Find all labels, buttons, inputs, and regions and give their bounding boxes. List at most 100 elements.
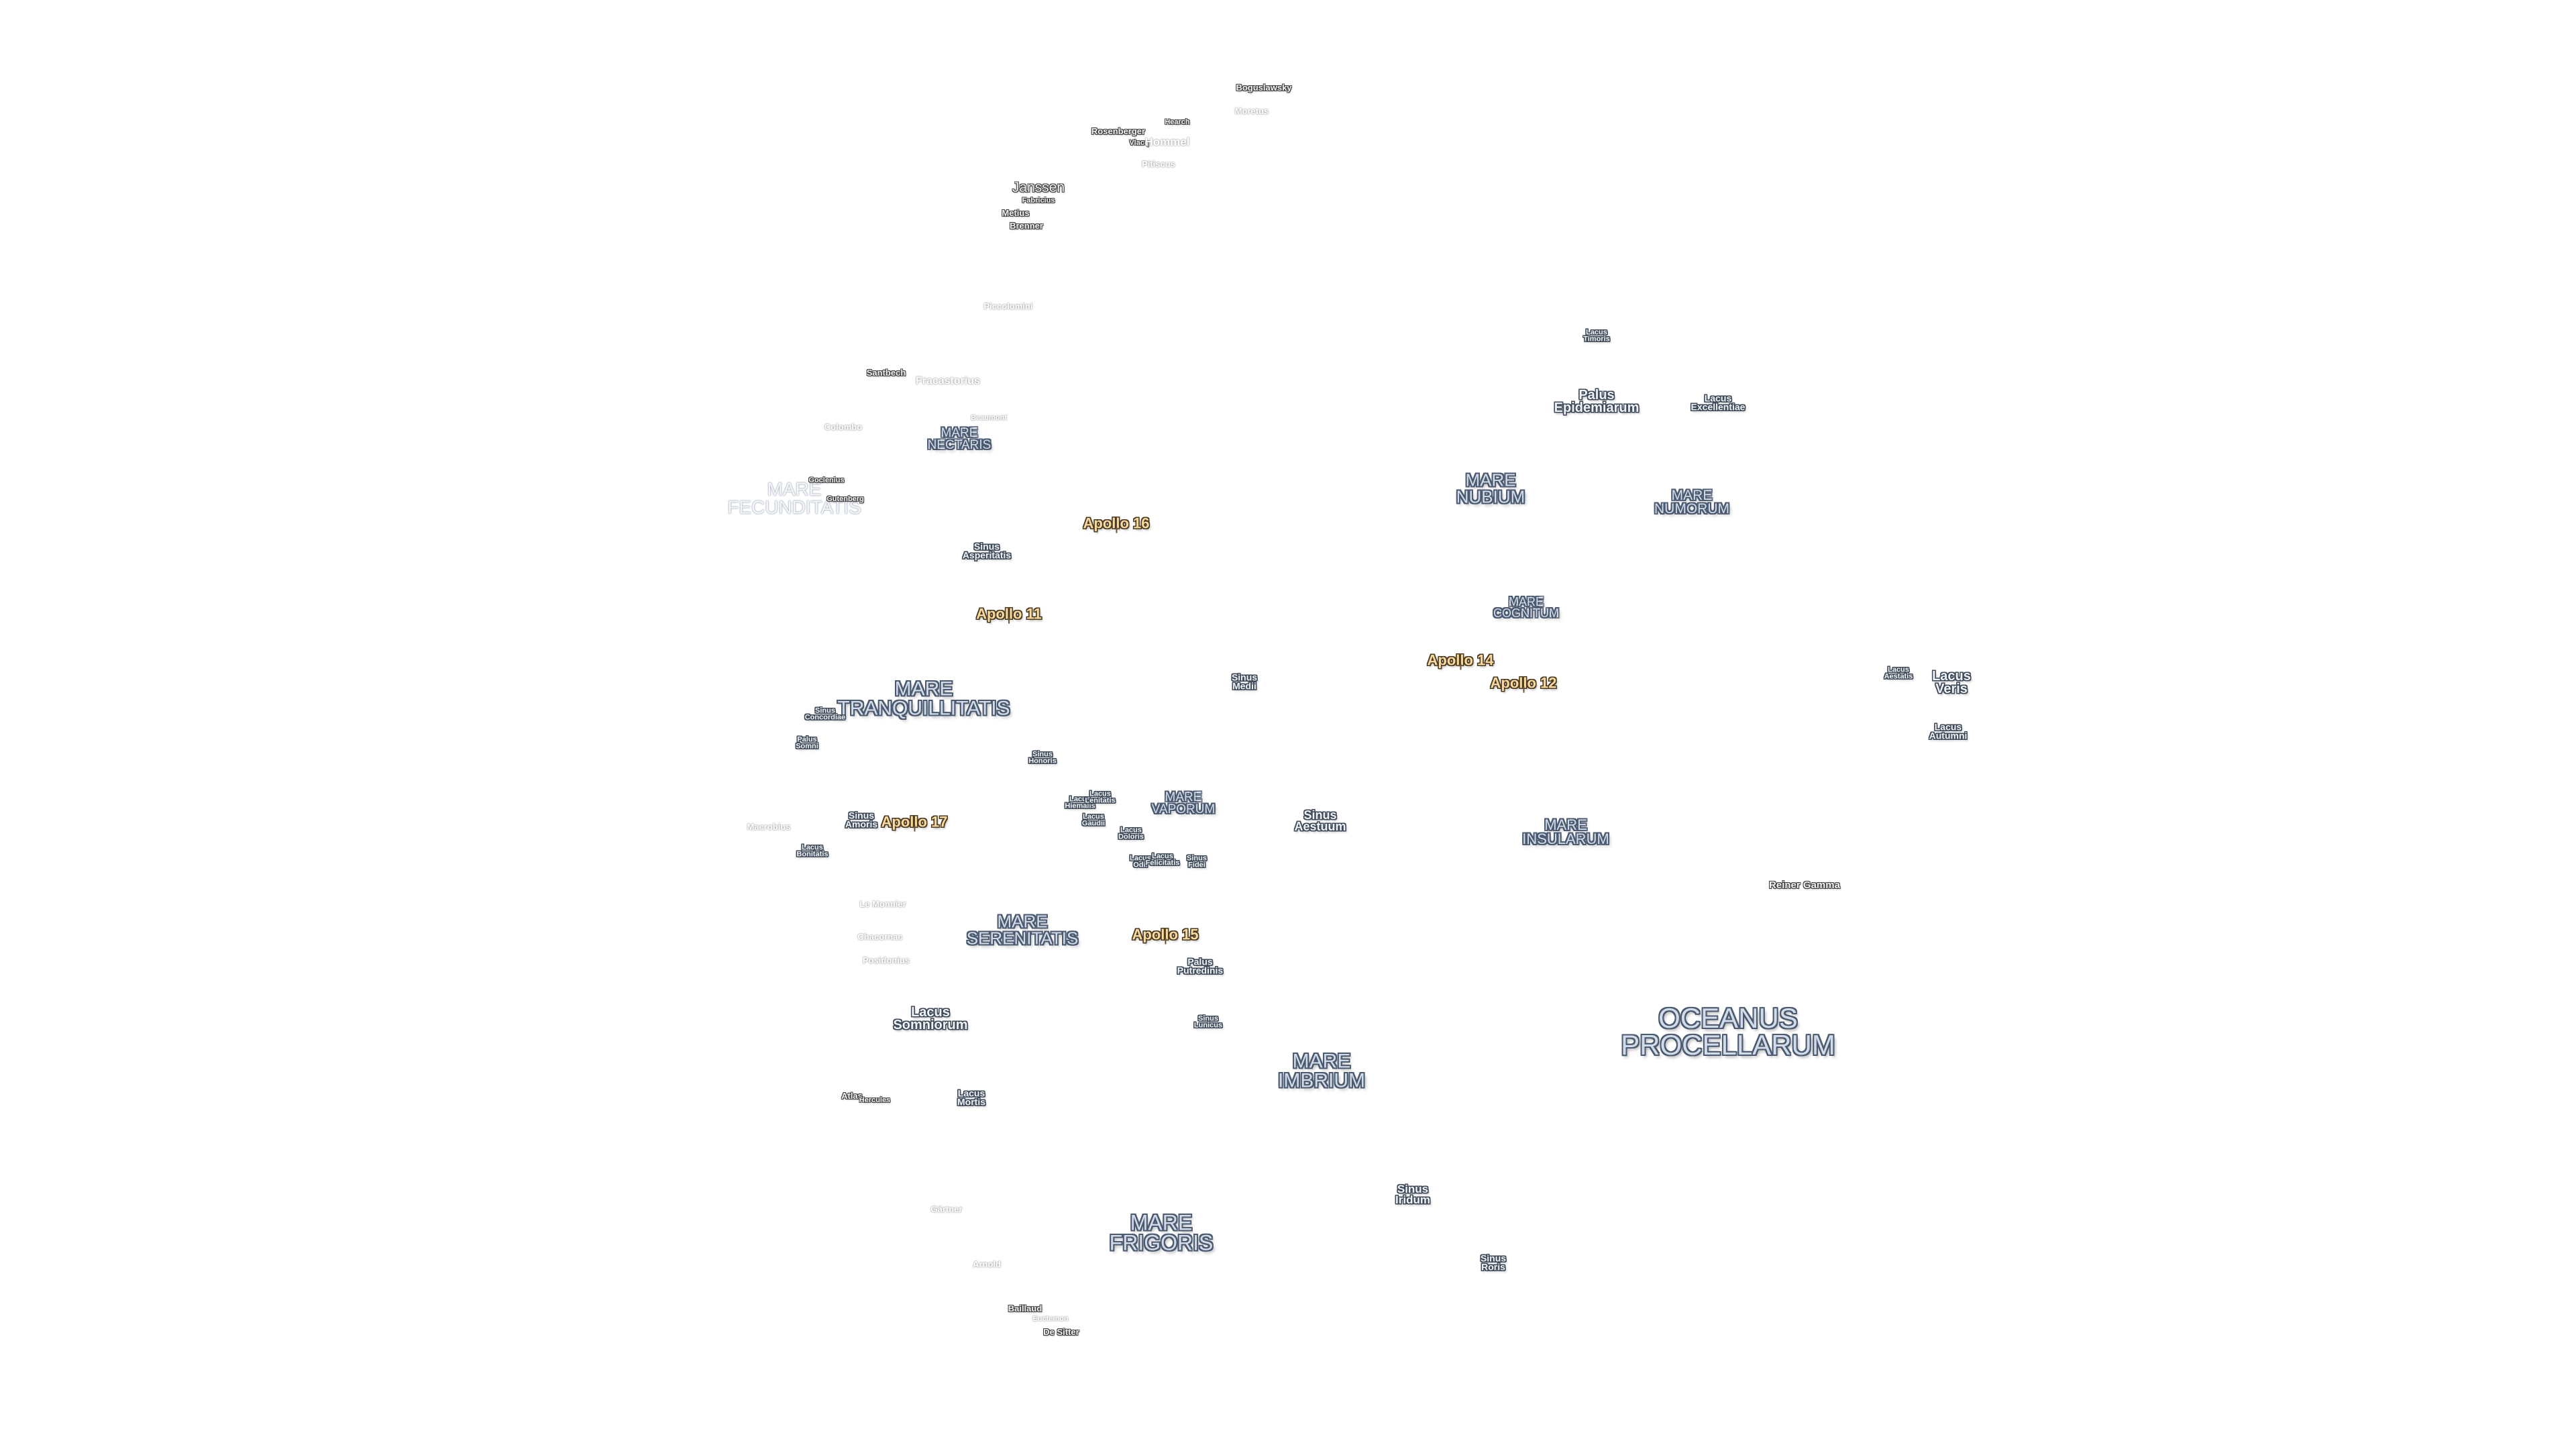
lacus-somniorum-line-2: Somniorum [893,1018,968,1032]
label-crater-macrobius: Macrobius [747,821,791,832]
label-mare-nectaris: MARE NECTARIS [928,427,991,451]
label-crater-atlas: Atlas [841,1090,863,1101]
label-mare-nubium: MARE NUBIUM [1456,470,1525,506]
label-sinus-fidei: Sinus Fidei [1187,855,1207,869]
lacus-aestatis-line-2: Aestatis [1884,673,1913,681]
palus-somni-line-2: Somni [796,743,818,751]
label-lacus-timoris: Lacus Timoris [1583,329,1610,343]
lacus-lenitatis-line-2: Lenitatis [1085,797,1116,805]
sinus-fidei-line-1: Sinus [1187,854,1207,863]
lacus-veris-line-1: Lacus [1932,669,1971,684]
lacus-bonitatis-line-1: Lacus [802,843,823,852]
apollo-11-text: Apollo 11 [976,605,1042,623]
sinus-concordiae-line-2: Concordiae [804,714,846,722]
mare-nubium-line-1: MARE [1465,470,1516,490]
palus-putredinis-line-1: Palus [1187,956,1213,967]
mare-vaporum-line-2: VAPORUM [1151,802,1216,816]
sinus-medii-line-2: Medii [1232,681,1256,692]
lacus-lenitatis-line-1: Lacus [1089,790,1111,798]
oceanus-procellarum-line-2: PROCELLARUM [1621,1029,1835,1061]
sinus-lunicus-line-1: Sinus [1198,1014,1218,1023]
lacus-aestatis-line-1: Lacus [1888,665,1909,674]
label-sinus-aestuum: Sinus Aestuum [1294,808,1346,833]
label-crater-fabricius: Fabricius [1022,196,1055,205]
label-crater-piccolomini: Piccolomini [983,301,1033,311]
lacus-odii-line-2: Odii [1133,861,1148,869]
label-crater-janssen: Janssen [1012,180,1065,196]
label-crater-arnold: Arnold [973,1258,1001,1269]
label-sinus-iridum: Sinus Iridum [1395,1182,1430,1205]
label-crater-pitiscus: Pitiscus [1142,158,1175,169]
label-crater-hommel: Hommel [1144,135,1190,148]
lacus-mortis-line-1: Lacus [957,1087,985,1099]
sinus-asperitatis-line-1: Sinus [973,541,1000,552]
label-lacus-excellentiae: Lacus Excellentiae [1691,394,1746,413]
label-sinus-medii: Sinus Medii [1231,672,1258,692]
lacus-hiemalis-line-1: Lacus [1069,795,1091,804]
lacus-timoris-line-2: Timoris [1583,335,1610,343]
sinus-concordiae-line-1: Sinus [815,706,835,715]
apollo-17-text: Apollo 17 [881,813,948,830]
lacus-felicitatis-line-1: Lacus [1152,852,1173,861]
palus-somni-line-1: Palus [797,735,817,744]
label-palus-somni: Palus Somni [796,735,818,751]
label-mare-fecunditatis: MARE FECUNDITATIS [727,480,861,516]
lacus-excellentiae-line-1: Lacus [1704,392,1732,404]
lacus-odii-line-1: Lacus [1130,854,1151,863]
label-apollo-12: Apollo 12 [1490,676,1557,693]
mare-nubium-line-2: NUBIUM [1456,486,1525,506]
mare-nectaris-line-2: NECTARIS [927,438,991,452]
label-sinus-roris: Sinus Roris [1481,1254,1506,1273]
apollo-12-marker [1522,686,1524,693]
label-lacus-doloris: Lacus Doloris [1118,826,1144,841]
label-lacus-aestatis: Lacus Aestatis [1884,665,1913,681]
mare-insularum-line-1: MARE [1544,816,1587,834]
label-oceanus-procellarum: OCEANUS PROCELLARUM [1621,1004,1835,1061]
label-palus-putredinis: Palus Putredinis [1177,956,1223,976]
lacus-autumni-line-2: Autumni [1929,731,1968,741]
label-crater-boguslawsky: Boguslawsky [1236,82,1292,93]
lacus-gaudii-line-2: Gaudii [1081,820,1106,828]
label-crater-reiner-gamma: Reiner Gamma [1769,879,1840,891]
label-apollo-14: Apollo 14 [1427,653,1494,670]
label-sinus-concordiae: Sinus Concordiae [804,706,846,722]
label-crater-metius: Metius [1002,207,1030,218]
mare-imbrium-line-1: MARE [1292,1050,1351,1073]
apollo-16-text: Apollo 16 [1083,515,1150,532]
sinus-aestuum-line-1: Sinus [1303,808,1337,822]
label-crater-vlacq: Vlacq [1129,138,1149,147]
lacus-somniorum-line-1: Lacus [911,1005,950,1020]
palus-epidemiarum-line-2: Epidemiarum [1554,400,1640,415]
sinus-honoris-line-2: Honoris [1028,757,1057,765]
mare-frigoris-line-2: FRIGORIS [1109,1231,1214,1255]
label-crater-hercules: Hercules [859,1095,891,1104]
apollo-17-marker [913,825,915,832]
label-mare-cognitum: MARE COGNITUM [1493,596,1559,619]
mare-serenitatis-line-2: SERENITATIS [966,928,1079,948]
sinus-medii-line-1: Sinus [1231,672,1258,683]
sinus-roris-line-1: Sinus [1480,1252,1507,1264]
lacus-excellentiae-line-2: Excellentiae [1690,402,1746,413]
sinus-amoris-line-1: Sinus [848,810,875,821]
label-mare-tranquillitatis: MARE TRANQUILLITATIS [837,679,1010,718]
label-lacus-somniorum: Lacus Somniorum [893,1006,967,1032]
label-crater-santbech: Santbech [866,367,906,378]
label-crater-rosenberger: Rosenberger [1091,125,1146,136]
lacus-timoris-line-1: Lacus [1586,328,1607,337]
sinus-fidei-line-2: Fidei [1188,861,1205,869]
mare-cognitum-line-1: MARE [1508,594,1544,608]
sinus-honoris-line-1: Sinus [1032,750,1053,759]
label-sinus-honoris: Sinus Honoris [1028,751,1057,765]
sinus-iridum-line-1: Sinus [1397,1182,1429,1195]
lacus-gaudii-line-1: Lacus [1083,812,1104,821]
label-lacus-autumni: Lacus Autumni [1929,722,1968,741]
mare-insularum-line-2: INSULARUM [1522,830,1609,847]
label-crater-baillaud: Baillaud [1008,1303,1042,1313]
mare-fecunditatis-line-1: MARE [767,478,822,500]
lacus-doloris-line-2: Doloris [1118,833,1144,841]
label-lacus-veris: Lacus Veris [1932,669,1971,696]
label-apollo-11: Apollo 11 [976,605,1042,624]
mare-numorum-line-2: NUMORUM [1654,501,1729,517]
label-mare-imbrium: MARE IMBRIUM [1278,1050,1365,1091]
label-crater-fracastorius: Fracastorius [915,375,981,387]
